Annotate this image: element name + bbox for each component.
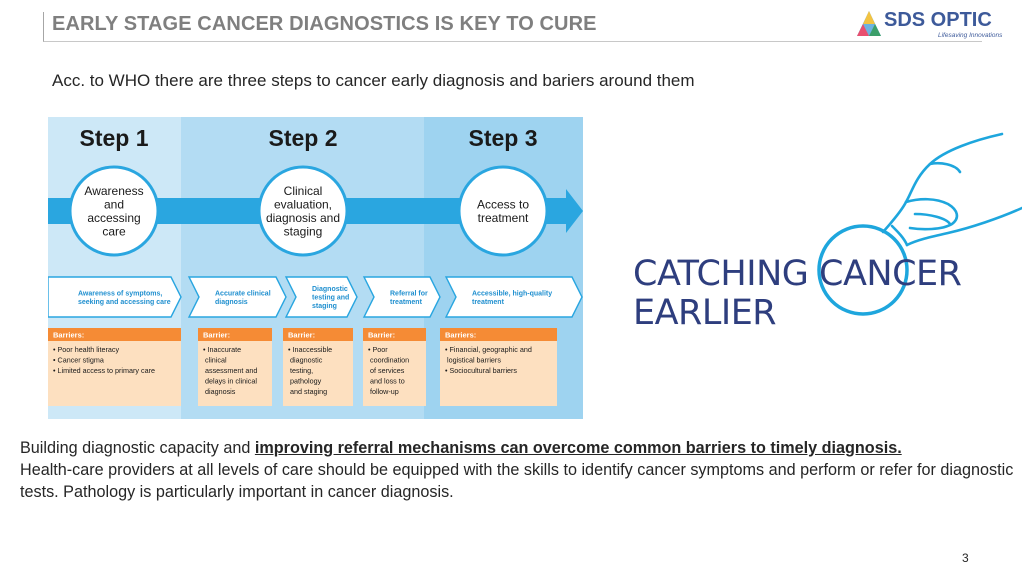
magnifier-lens (817, 224, 909, 316)
step-1-title: Step 1 (79, 125, 148, 151)
catching-cancer-line1: CATCHING CANCER (633, 254, 962, 294)
barrier-header-1 (48, 328, 181, 341)
step-3-title: Step 3 (468, 125, 537, 151)
body-p1-plain: Building diagnostic capacity and (20, 439, 255, 457)
hand-holding-magnifier-icon (881, 132, 1022, 247)
barrier-items-4: • Poor coordination of services and loss… (368, 345, 409, 396)
chevron-3 (284, 276, 358, 318)
chevron-5 (444, 276, 583, 318)
body-paragraph-1: Building diagnostic capacity and improvi… (20, 437, 1020, 459)
step-3-circle (457, 165, 549, 257)
barrier-items-1: • Poor health literacy• Cancer stigma• L… (53, 345, 155, 375)
logo-mark-icon (857, 11, 881, 36)
barrier-header-5 (440, 328, 557, 341)
title-bar: EARLY STAGE CANCER DIAGNOSTICS IS KEY TO… (43, 12, 982, 42)
barrier-items-5: • Financial, geographic and logistical b… (445, 345, 532, 375)
body-text: Building diagnostic capacity and improvi… (20, 437, 1020, 503)
body-p1-emphasis: improving referral mechanisms can overco… (254, 439, 902, 457)
barrier-items-3: • Inaccessible diagnostic testing, patho… (288, 345, 332, 396)
barrier-heading-5: Barriers: (445, 331, 476, 340)
sds-optic-logo: SDS OPTIC Lifesaving Innovations (852, 6, 1012, 42)
slide-title: EARLY STAGE CANCER DIAGNOSTICS IS KEY TO… (52, 13, 597, 35)
catching-cancer-line2: EARLIER (633, 293, 776, 333)
chevron-4 (362, 276, 441, 318)
catching-cancer-earlier-logo: CATCHING CANCER EARLIER (633, 132, 1022, 333)
logo-tagline: Lifesaving Innovations (938, 32, 1003, 39)
chevron-1 (48, 276, 182, 318)
subtitle: Acc. to WHO there are three steps to can… (52, 71, 695, 90)
barrier-header-4 (363, 328, 426, 341)
barrier-header-2 (198, 328, 272, 341)
barrier-heading-3: Barrier: (288, 331, 315, 340)
logo-name: SDS OPTIC (884, 9, 992, 31)
chevron-1-text: Awareness of symptoms,seeking and access… (78, 290, 171, 306)
page-number: 3 (962, 551, 969, 565)
barrier-heading-4: Barrier: (368, 331, 395, 340)
step-2-title: Step 2 (268, 125, 337, 151)
barrier-heading-2: Barrier: (203, 331, 230, 340)
barrier-heading-1: Barriers: (53, 331, 84, 340)
step-1-circle (68, 165, 160, 257)
barrier-header-3 (283, 328, 353, 341)
step-2-circle (257, 165, 349, 257)
chevron-2 (187, 276, 287, 318)
body-paragraph-2: Health-care providers at all levels of c… (20, 461, 1014, 501)
barrier-items-2: • Inaccurate clinical assessment and del… (203, 345, 257, 396)
